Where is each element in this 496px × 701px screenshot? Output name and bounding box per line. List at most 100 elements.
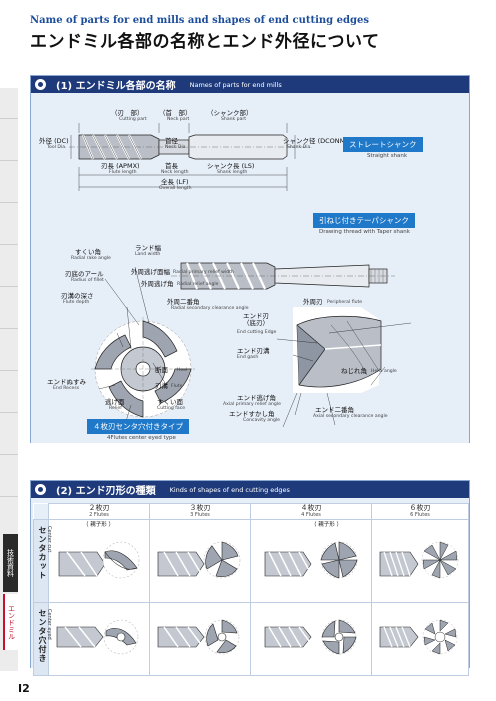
endmill-diagram (69, 123, 412, 432)
label-helix-angle: ねじれ角 (341, 367, 367, 375)
label-secondary-clearance: 外周二番角 (167, 298, 200, 306)
label-land-width: ランド幅 (135, 244, 161, 252)
section2-title-jp: (2) エンド刃形の種類 (56, 486, 156, 497)
cell-3f-center-eyed (149, 602, 251, 676)
section1-title-jp: (1) エンドミル各部の名称 (56, 81, 176, 92)
label-peripheral-flute-en: Peripheral flute (327, 300, 363, 305)
cell-4f-center-cut: （ 親子形 ） (250, 519, 372, 603)
label-relief: 逃げ面 (105, 398, 125, 406)
label-end-gash: エンド刃溝 (237, 347, 270, 355)
straight-shank-badge: ストレートシャンク (343, 137, 423, 152)
section1-header: (1) エンドミル各部の名称 Names of parts for end mi… (31, 76, 469, 93)
label-concavity-en: Concavity angle (243, 418, 280, 423)
bullet-icon (35, 79, 46, 90)
label-land-width-en: Land width (135, 252, 161, 257)
label-end-cutting-edge-en: End cutting Edge (237, 330, 277, 335)
section2-header: (2) エンド刃形の種類 Kinds of shapes of end cutt… (31, 481, 469, 498)
endmill-4f-cc-icon (264, 541, 358, 579)
label-overall-length-en: Overall length (159, 186, 192, 191)
cell-2f-center-eyed (48, 602, 150, 676)
label-tool-dia: 外径 (DC) (39, 137, 69, 145)
endmill-6f-ce-icon (379, 619, 458, 655)
label-flute-depth-en: Flute depth (63, 300, 90, 305)
cell-3f-center-cut (149, 519, 251, 603)
label-cutting-part-en: Cutting part (119, 117, 147, 122)
note-oyako: （ 親子形 ） (83, 522, 114, 528)
label-radial-relief: 外周逃げ角 (141, 280, 174, 288)
label-cutting-part: （刃 部） (111, 109, 144, 117)
label-shank-part: （シャンク部） (207, 109, 253, 117)
page-title-jp: エンドミル各部の名称とエンド外径について (30, 32, 380, 52)
label-peripheral-flute: 外周刃 (303, 298, 323, 306)
label-shank-part-en: Shank part (221, 117, 247, 122)
label-overall-length: 全長 (LF) (161, 178, 189, 186)
sidebar-index (0, 88, 18, 671)
endmill-2f-ce-icon (56, 619, 139, 655)
taper-shank-badge: 引ねじ付きテーパシャンク (313, 213, 415, 228)
label-cutting-face-en: Cutting face (157, 406, 186, 411)
section-parts-names: (1) エンドミル各部の名称 Names of parts for end mi… (30, 75, 470, 443)
label-end-recess: エンドぬすみ (47, 378, 86, 386)
section-end-edge-kinds: (2) エンド刃形の種類 Kinds of shapes of end cutt… (30, 480, 470, 676)
label-end-recess-en: End Recess (53, 386, 80, 391)
label-shank-length-en: Shank length (217, 170, 248, 175)
endmill-2f-cc-icon (58, 541, 140, 579)
label-radius-fillet: 刃底のアール (65, 270, 104, 278)
straight-shank-en: Straight shank (367, 153, 408, 159)
endmill-4f-ce-icon (264, 619, 357, 655)
label-flute: 刃溝 (155, 382, 168, 390)
tip-detail-drawing (276, 307, 412, 428)
center-eyed-en: 4Flutes center eyed type (107, 435, 176, 441)
endmill-3f-cc-icon (157, 541, 241, 579)
label-end-cutting-edge: エンド刃（底刃） (243, 312, 269, 327)
label-flute-depth: 刃溝の深さ (61, 292, 94, 300)
straight-shank-drawing (69, 123, 306, 191)
cell-2f-center-cut: （ 親子形 ） (48, 519, 150, 603)
row-center-cut: センタカット Center cut (33, 519, 52, 603)
label-end-secondary-en: Axial secondary clearance angle (313, 414, 388, 419)
label-flute-length: 刃長 (APMX) (101, 162, 140, 170)
cell-6f-center-cut (371, 519, 469, 603)
cell-4f-center-eyed (250, 602, 372, 676)
row-center-eyed: センタ穴付き Center eyed (33, 602, 52, 676)
label-shank-length: シャンク長 (LS) (207, 162, 255, 170)
endmill-6f-cc-icon (379, 541, 459, 579)
page-title-en: Name of parts for end mills and shapes o… (30, 15, 369, 26)
taper-shank-drawing (171, 262, 395, 290)
label-neck-part: （首 部） (159, 109, 192, 117)
label-shank-dia: シャンク径 (DCONMS) (283, 137, 352, 145)
sidebar-tab-technical[interactable]: 技術資料 (3, 534, 18, 592)
label-primary-relief-width-en: Radial primary relief width (173, 270, 234, 275)
section1-title-en: Names of parts for end mills (189, 80, 282, 89)
label-neck-part-en: Neck part (167, 117, 190, 122)
label-neck-dia: 首径 (165, 137, 178, 145)
label-cutting-face: すくい面 (157, 398, 183, 406)
label-primary-relief-width: 外周逃げ面幅 (131, 268, 170, 276)
label-end-primary-relief-en: Axial primary relief angle (223, 402, 281, 407)
label-helix-angle-en: Helix angle (371, 369, 397, 374)
label-shank-dia-en: Shank Dia. (287, 145, 312, 150)
label-neck-dia-en: Neck Dia. (165, 145, 187, 150)
bullet-icon (35, 484, 46, 495)
label-heel: 断面 (155, 366, 168, 374)
label-tool-dia-en: Tool Dia. (47, 145, 67, 150)
label-end-primary-relief: エンド逃げ角 (237, 394, 276, 402)
note-oyako: （ 親子形 ） (311, 522, 342, 528)
section2-title-en: Kinds of shapes of end cutting edges (169, 485, 290, 494)
label-neck-length: 首長 (165, 162, 178, 170)
label-flute-length-en: Flute length (109, 170, 137, 175)
sidebar-tab-endmill[interactable]: エンドミル (3, 594, 18, 650)
label-radial-relief-en: Radial relief angle (177, 282, 219, 287)
label-end-secondary: エンド二番角 (315, 406, 354, 414)
label-radial-rake: すくい角 (75, 248, 101, 256)
endmill-3f-ce-icon (157, 619, 240, 655)
taper-shank-en: Drawing thread with Taper shank (319, 229, 410, 235)
label-flute-en: Flute (171, 384, 183, 389)
label-neck-length-en: Neck length (161, 170, 189, 175)
label-heel-en: Heel (177, 368, 188, 373)
section1-body: （刃 部） Cutting part （首 部） Neck part （シャンク… (31, 93, 469, 443)
